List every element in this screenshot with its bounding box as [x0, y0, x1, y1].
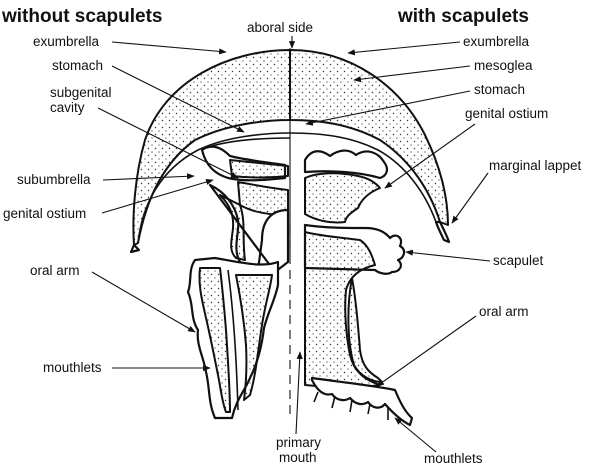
label-oral-arm-right: oral arm — [479, 304, 529, 319]
label-oral-arm-left: oral arm — [30, 263, 80, 278]
leader-exumbrella-left — [111, 41, 227, 55]
label-genital-ostium-right: genital ostium — [465, 106, 548, 121]
right-mesoglea — [289, 49, 449, 226]
label-subgenital-cavity-1: subgenital — [50, 85, 112, 100]
right-gonad — [303, 149, 389, 180]
label-mesoglea: mesoglea — [474, 58, 533, 73]
title-with-scapulets: with scapulets — [397, 6, 529, 27]
label-genital-ostium-left: genital ostium — [3, 206, 86, 221]
marginal-lappet-shape — [434, 220, 451, 244]
label-mouthlets-right: mouthlets — [424, 451, 483, 466]
label-stomach-right: stomach — [474, 82, 525, 97]
leader-subgenital-cavity — [97, 107, 239, 179]
left-oral-arm-core — [219, 194, 246, 261]
left-oral-arm-groove — [227, 269, 239, 411]
label-subgenital-cavity-2: cavity — [50, 100, 85, 115]
leader-marginal-lappet — [451, 172, 489, 224]
bell — [129, 49, 451, 254]
left-oral-arm-dots-outer — [198, 267, 231, 413]
title-without-scapulets: without scapulets — [1, 6, 162, 27]
leader-stomach-right — [305, 90, 471, 126]
left-bell-tip — [129, 243, 141, 254]
label-primary-mouth-1: primary — [276, 435, 321, 450]
left-oral-arm-dots-inner — [235, 274, 273, 401]
right-oral-arm-mass — [304, 231, 381, 389]
leader-oral-arm-left — [91, 271, 196, 333]
left-gastric-pouch — [229, 159, 289, 179]
mouthlet-2 — [331, 395, 336, 409]
left-subumbrella-band — [137, 132, 291, 244]
label-aboral-side: aboral side — [247, 20, 313, 35]
leader-exumbrella-right — [347, 41, 461, 56]
leader-mouthlets-right — [394, 417, 437, 453]
leader-primary-mouth — [295, 351, 303, 435]
leader-subumbrella — [102, 173, 195, 181]
label-stomach-left: stomach — [52, 58, 103, 73]
mouthlet-4 — [367, 403, 371, 415]
right-subumbrella-band — [289, 132, 437, 223]
label-exumbrella-left: exumbrella — [33, 34, 100, 49]
label-scapulet: scapulet — [493, 253, 544, 268]
label-mouthlets-left: mouthlets — [43, 360, 102, 375]
right-gastric-pouch — [304, 172, 381, 224]
leader-stomach-left — [111, 65, 245, 133]
leader-oral-arm-right — [376, 315, 477, 387]
leader-genital-ostium-left — [101, 179, 214, 214]
label-primary-mouth-2: mouth — [279, 450, 317, 465]
leader-mesoglea — [353, 65, 471, 83]
label-marginal-lappet: marginal lappet — [489, 158, 582, 173]
label-subumbrella: subumbrella — [17, 172, 91, 187]
mouthlet-3 — [349, 399, 353, 413]
left-internals — [186, 137, 291, 420]
mouthlet-1 — [313, 391, 319, 403]
leader-genital-ostium-right — [384, 123, 476, 189]
label-exumbrella-right: exumbrella — [463, 34, 530, 49]
right-internals — [303, 149, 414, 427]
leader-scapulet — [405, 249, 491, 262]
right-mouthlet-row — [310, 376, 414, 427]
